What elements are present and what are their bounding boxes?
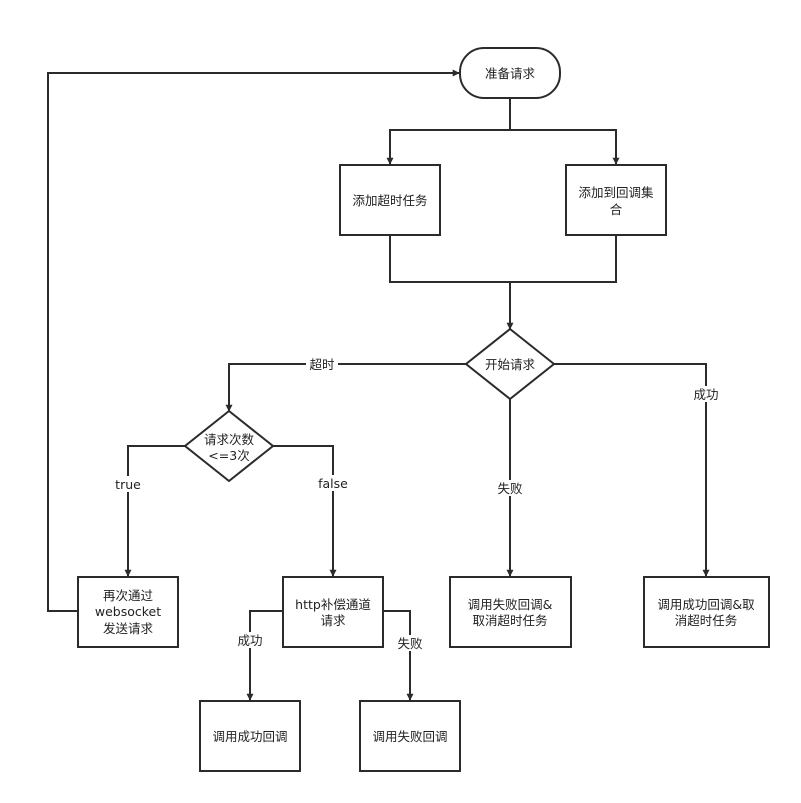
edge-label-success: 成功 xyxy=(690,386,722,402)
edge-prepare-split xyxy=(386,98,511,165)
node-retry-count-check: 请求次数 <=3次 xyxy=(183,409,275,483)
edge-label-fail-text: 失败 xyxy=(497,481,523,496)
node-prepare-request-label: 准备请求 xyxy=(485,66,536,81)
node-call-fail: 调用失败回调 xyxy=(359,700,461,772)
edge-label-timeout: 超时 xyxy=(306,356,338,372)
node-http-fallback-line2: 请求 xyxy=(320,613,346,628)
edge-label-http-success-text: 成功 xyxy=(237,633,262,648)
edge-http-fail xyxy=(383,610,414,701)
edge-label-http-fail-text: 失败 xyxy=(397,636,423,651)
node-add-timeout-task-label: 添加超时任务 xyxy=(352,193,427,208)
edge-start-timeout xyxy=(225,363,466,412)
node-call-fail-cancel-line2: 取消超时任务 xyxy=(472,613,547,628)
node-add-timeout-task: 添加超时任务 xyxy=(339,164,441,236)
node-start-request: 开始请求 xyxy=(464,327,556,401)
edge-label-true-text: true xyxy=(115,477,141,492)
edge-label-false: false xyxy=(315,475,351,491)
node-add-to-callback-set-line1: 添加到回调集 xyxy=(578,185,654,200)
node-http-fallback-line1: http补偿通道 xyxy=(295,597,371,612)
node-call-fail-cancel: 调用失败回调& 取消超时任务 xyxy=(449,576,572,648)
node-call-success-cancel: 调用成功回调&取 消超时任务 xyxy=(643,576,770,648)
edge-timeout-task-merge xyxy=(389,235,617,283)
edge-prepare-to-callback-set xyxy=(510,129,620,165)
node-retry-count-check-line1: 请求次数 xyxy=(204,432,255,447)
edge-label-timeout-text: 超时 xyxy=(309,357,335,372)
node-add-to-callback-set-line2: 合 xyxy=(610,202,623,217)
edge-label-true: true xyxy=(112,476,144,492)
edge-retry-true xyxy=(124,445,185,577)
edge-label-success-text: 成功 xyxy=(693,387,718,402)
node-resend-websocket-line3: 发送请求 xyxy=(103,621,154,636)
edge-label-false-text: false xyxy=(318,476,348,491)
node-prepare-request: 准备请求 xyxy=(459,47,561,99)
edge-label-fail: 失败 xyxy=(494,480,526,496)
node-retry-count-check-line2: <=3次 xyxy=(208,448,249,463)
node-call-success: 调用成功回调 xyxy=(199,700,301,772)
node-call-success-label: 调用成功回调 xyxy=(212,729,287,744)
edge-label-http-success: 成功 xyxy=(234,632,266,648)
edge-http-success xyxy=(246,610,283,701)
edge-retry-false xyxy=(273,445,337,577)
node-call-success-cancel-line2: 消超时任务 xyxy=(675,613,738,628)
node-call-success-cancel-line1: 调用成功回调&取 xyxy=(657,597,755,612)
node-resend-websocket-line2: websocket xyxy=(95,604,161,619)
node-add-to-callback-set: 添加到回调集 合 xyxy=(565,164,667,236)
node-resend-websocket-line1: 再次通过 xyxy=(103,588,154,603)
node-http-fallback: http补偿通道 请求 xyxy=(282,576,384,648)
edge-label-http-fail: 失败 xyxy=(394,635,426,651)
node-call-fail-cancel-line1: 调用失败回调& xyxy=(468,597,553,612)
node-start-request-label: 开始请求 xyxy=(485,357,536,372)
node-call-fail-label: 调用失败回调 xyxy=(372,729,447,744)
edge-loop-back xyxy=(47,69,460,612)
node-resend-websocket: 再次通过 websocket 发送请求 xyxy=(77,576,179,648)
edge-start-success xyxy=(554,363,710,577)
